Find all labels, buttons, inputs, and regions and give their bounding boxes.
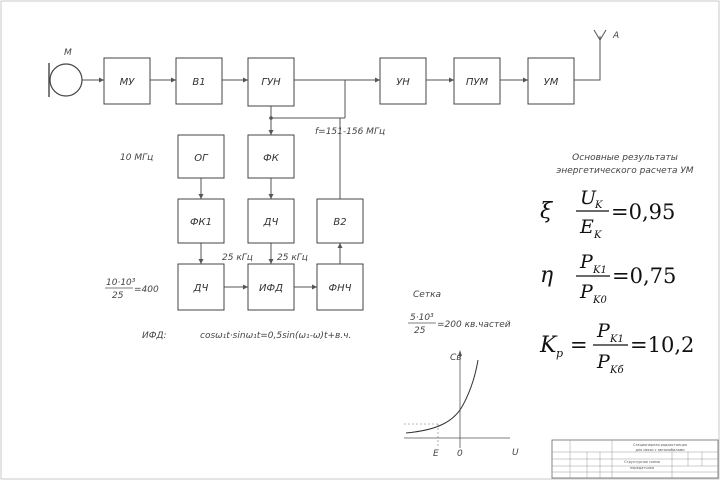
graph-curve (405, 359, 479, 434)
block-gun: ГУН (247, 57, 295, 107)
kp-numerator-sub: K1 (609, 334, 624, 345)
block-um: УМ (527, 57, 575, 105)
graph-x-label: U (512, 448, 519, 458)
eta-numerator: P (579, 251, 594, 273)
block-fk1-label: ФК1 (190, 217, 212, 228)
oscillator-frequency-label: 10 МГц (120, 153, 153, 163)
eta-value: =0,75 (612, 264, 676, 288)
xi-denominator: E (579, 216, 594, 238)
title-block-stamp: Стационарная радиостанция для связи с ав… (551, 439, 719, 479)
block-dch-low-label: ДЧ (193, 283, 209, 294)
xi-numerator-sub: K (594, 200, 603, 211)
block-ifd: ИФД (247, 263, 295, 311)
block-v2: В2 (316, 198, 364, 244)
ratio-result: =400 (134, 285, 159, 295)
microphone-label: M (64, 48, 72, 58)
results-title-line1: Основные результаты (572, 153, 678, 163)
block-gun-label: ГУН (261, 77, 281, 88)
graph-y-arrow (458, 350, 462, 356)
stamp-line3: Структурная схема (624, 460, 660, 464)
results-title-line2: энергетического расчета УМ (556, 166, 693, 176)
block-fnch: ФНЧ (316, 263, 364, 311)
block-fk: ФК (247, 134, 295, 179)
formula-xi: ξ U K E K =0,95 (540, 187, 675, 241)
block-v1-label: В1 (192, 77, 205, 88)
formula-eta: η P K1 P K0 =0,75 (540, 251, 676, 306)
block-pum: ПУМ (453, 57, 501, 105)
eta-denominator: P (579, 281, 594, 303)
kp-denominator-sub: Kб (609, 365, 624, 376)
block-pum-label: ПУМ (466, 77, 489, 88)
grid-result: =200 кв.частей (437, 320, 511, 330)
kp-numerator: P (596, 320, 611, 342)
graph-y-label: Св (450, 353, 462, 363)
block-fk-label: ФК (263, 153, 280, 164)
formula-kp: K p = P K1 P Kб =10,2 (539, 320, 694, 376)
block-un-label: УН (396, 77, 410, 88)
block-dch-low: ДЧ (177, 263, 225, 311)
block-mu-label: МУ (120, 77, 136, 88)
grid-denominator: 25 (414, 326, 426, 336)
block-um-label: УМ (544, 77, 559, 88)
stamp-line2: для связи с автомобилями (635, 448, 684, 452)
divider-output-label-1: 25 кГц (222, 253, 253, 263)
signal-wires (82, 50, 601, 288)
division-ratio-formula: 10·10³ 25 =400 (105, 278, 159, 301)
block-ifd-label: ИФД (259, 283, 283, 294)
graph-e-label: E (433, 449, 439, 459)
stamp-line4: передатчика (630, 466, 654, 470)
antenna-label: А (612, 31, 619, 41)
graph-zero-label: 0 (457, 449, 463, 459)
block-dch-mid: ДЧ (247, 198, 295, 244)
capacitance-voltage-graph: Св U E 0 (404, 350, 519, 459)
block-fnch-label: ФНЧ (329, 283, 352, 294)
stamp-line1: Стационарная радиостанция (633, 443, 687, 447)
block-mu: МУ (103, 57, 151, 105)
xi-symbol: ξ (540, 199, 554, 224)
block-un: УН (379, 57, 427, 105)
xi-numerator: U (580, 187, 597, 209)
eta-denominator-sub: K0 (592, 295, 607, 306)
block-fk1: ФК1 (177, 198, 225, 244)
block-v1: В1 (175, 57, 223, 105)
eta-numerator-sub: K1 (592, 265, 607, 276)
grid-formula: 5·10³ 25 =200 кв.частей (408, 313, 511, 336)
arrow-heads (99, 77, 528, 290)
grid-numerator: 5·10³ (410, 313, 434, 323)
block-og: ОГ (177, 134, 225, 179)
xi-value: =0,95 (611, 200, 675, 224)
xi-denominator-sub: K (593, 230, 602, 241)
block-og-label: ОГ (194, 153, 209, 164)
kp-denominator: P (596, 351, 611, 373)
eta-symbol: η (540, 263, 553, 288)
antenna-icon (593, 29, 607, 50)
grid-title: Сетка (413, 290, 441, 300)
block-v2-label: В2 (333, 217, 346, 228)
ratio-denominator: 25 (112, 291, 124, 301)
microphone-icon (48, 63, 83, 97)
divider-output-label-2: 25 кГц (277, 253, 308, 263)
kp-subscript: p (556, 347, 563, 360)
ifd-formula: cosω₁t·sinω₁t=0,5sin(ω₁-ω)t+в.ч. (200, 331, 351, 341)
kp-value: =10,2 (630, 333, 694, 357)
ratio-numerator: 10·10³ (106, 278, 136, 288)
kp-symbol: K (539, 333, 558, 358)
block-dch-mid-label: ДЧ (263, 217, 279, 228)
ifd-formula-label: ИФД: (142, 331, 167, 341)
kp-equals: = (570, 333, 588, 357)
frequency-range-label: f=151-156 МГц (315, 127, 385, 137)
